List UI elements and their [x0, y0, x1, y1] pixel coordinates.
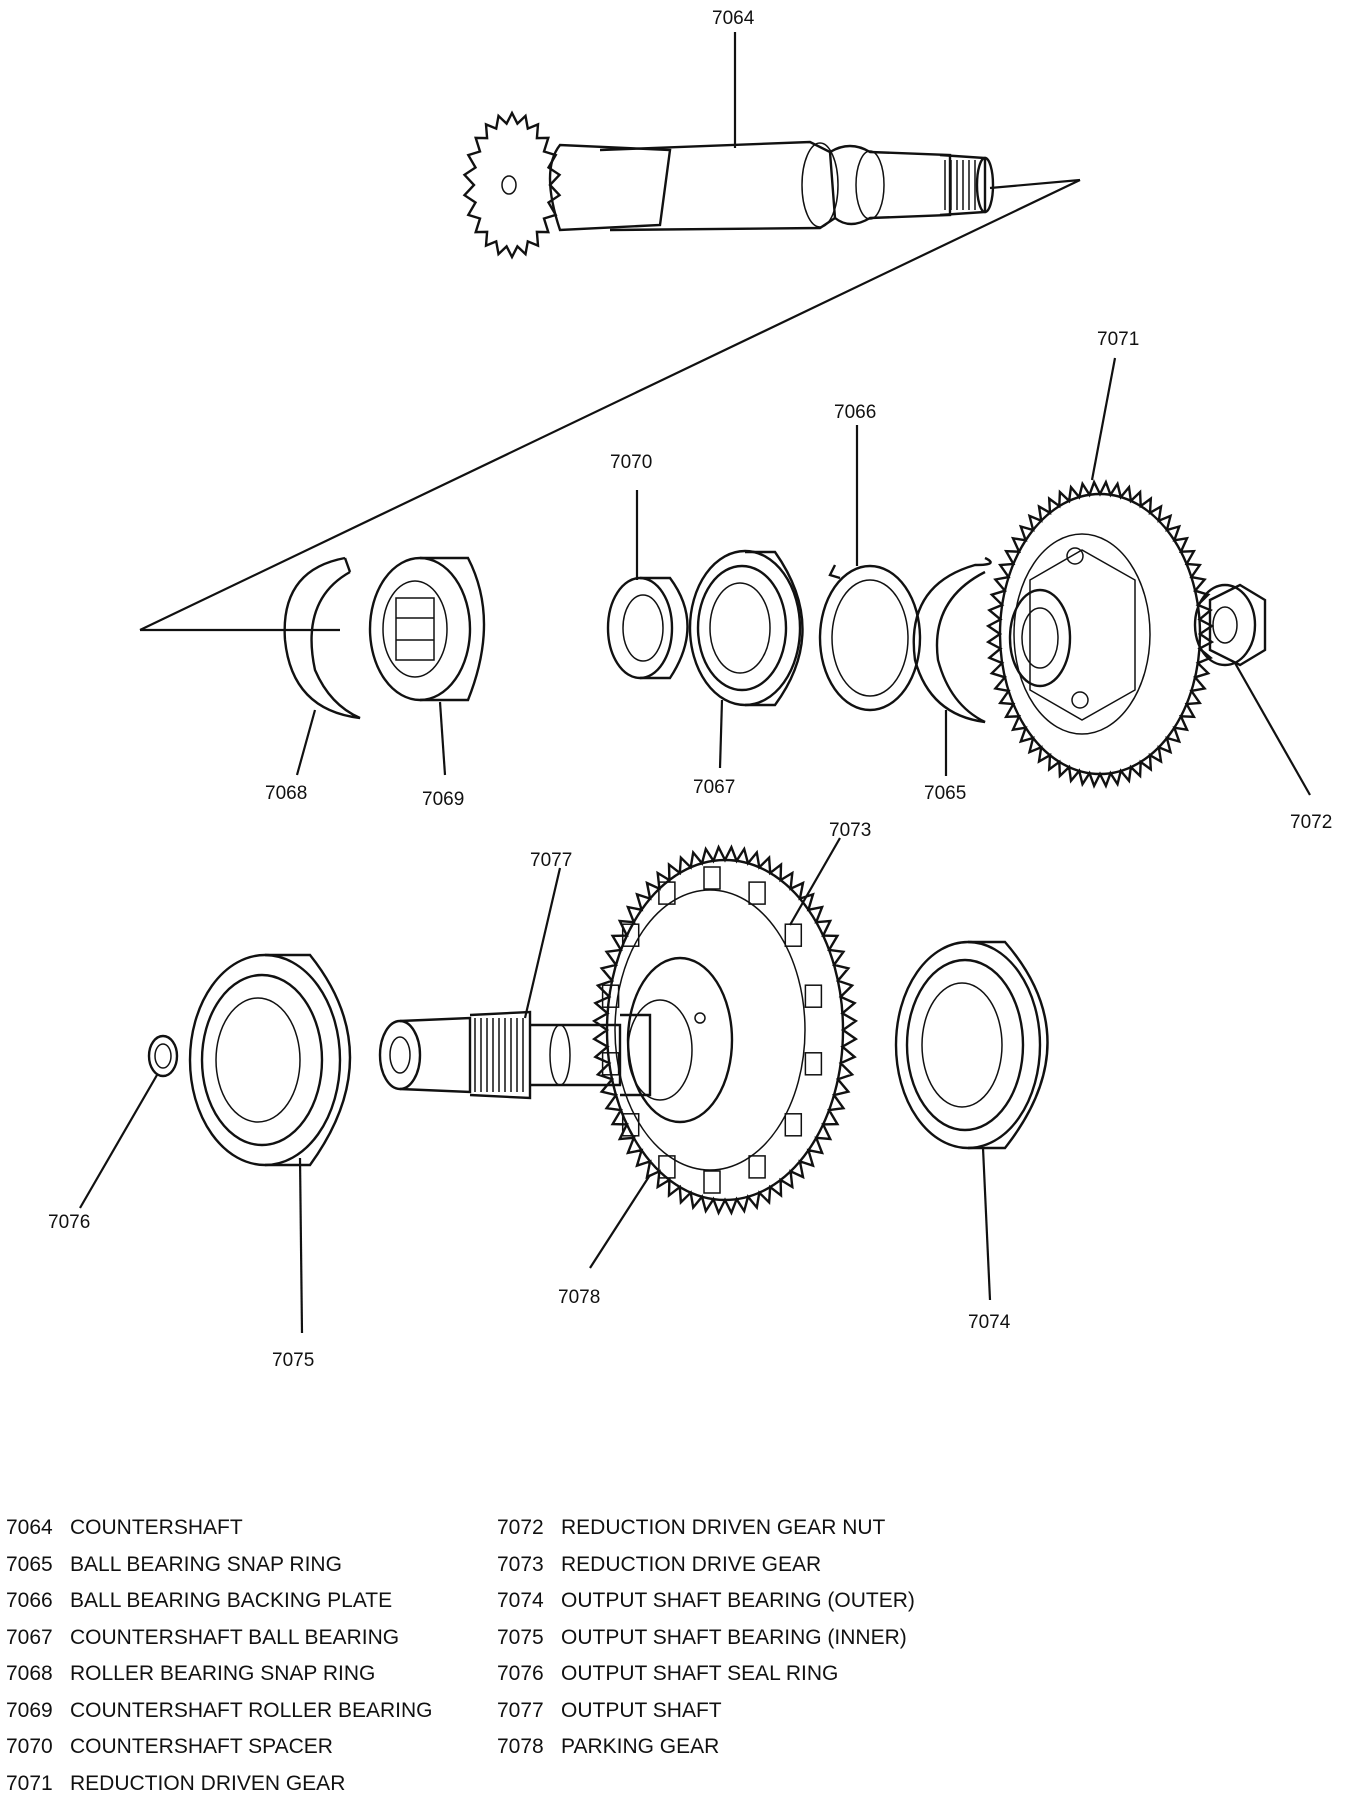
legend-part-number: 7069	[6, 1698, 53, 1722]
legend-part-name: OUTPUT SHAFT BEARING (INNER)	[561, 1625, 907, 1649]
legend-part-name: COUNTERSHAFT BALL BEARING	[70, 1625, 400, 1649]
legend-part-number: 7070	[6, 1735, 53, 1758]
legend-part-number: 7076	[497, 1662, 544, 1685]
legend-part-number: 7077	[497, 1698, 544, 1722]
parking-gear-7078	[601, 866, 823, 1194]
output-shaft-7077	[378, 1010, 652, 1100]
countershaft-roller-bearing-7069	[368, 556, 486, 702]
output-shaft-seal-ring-7076	[147, 1034, 179, 1078]
leader-lines	[79, 32, 1311, 1334]
legend-part-name: OUTPUT SHAFT SEAL RING	[561, 1662, 839, 1685]
parts-legend-right: 7072 REDUCTION DRIVEN GEAR NUT 7073 REDUCTI…	[497, 1510, 915, 1766]
legend-row: 7067 COUNTERSHAFT BALL BEARING	[6, 1620, 433, 1657]
countershaft-spacer-7070	[606, 576, 689, 680]
callout-7066: 7066	[834, 402, 876, 423]
legend-part-name: COUNTERSHAFT SPACER	[70, 1735, 333, 1758]
legend-part-number: 7064	[6, 1516, 53, 1539]
reduction-driven-gear-7071	[985, 479, 1215, 789]
callout-7073: 7073	[829, 820, 871, 841]
output-shaft-bearing-inner-7075	[188, 953, 352, 1167]
legend-part-number: 7068	[6, 1662, 53, 1685]
legend-part-name: BALL BEARING BACKING PLATE	[70, 1589, 393, 1612]
legend-row: 7074 OUTPUT SHAFT BEARING (OUTER)	[497, 1583, 915, 1620]
legend-part-name: REDUCTION DRIVE GEAR	[561, 1552, 822, 1576]
reduction-drive-gear-7073	[591, 844, 859, 1216]
legend-row: 7068 ROLLER BEARING SNAP RING	[6, 1656, 433, 1693]
legend-row: 7077 OUTPUT SHAFT	[497, 1693, 915, 1730]
legend-row: 7073 REDUCTION DRIVE GEAR	[497, 1547, 915, 1584]
legend-part-number: 7072	[497, 1516, 544, 1539]
legend-part-name: COUNTERSHAFT ROLLER BEARING	[70, 1698, 433, 1722]
roller-bearing-snap-ring-7068	[283, 556, 361, 720]
countershaft-7064	[462, 110, 995, 260]
legend-row: 7072 REDUCTION DRIVEN GEAR NUT	[497, 1510, 915, 1547]
callout-7070: 7070	[610, 452, 652, 473]
legend-part-name: OUTPUT SHAFT BEARING (OUTER)	[561, 1589, 915, 1612]
callout-7064: 7064	[712, 8, 755, 29]
callout-7074: 7074	[968, 1312, 1011, 1333]
callout-7075: 7075	[272, 1350, 314, 1371]
driven-gear-teeth	[985, 479, 1215, 789]
legend-part-number: 7067	[6, 1625, 53, 1649]
legend-part-number: 7078	[497, 1735, 544, 1758]
legend-row: 7065 BALL BEARING SNAP RING	[6, 1547, 433, 1584]
ball-bearing-snap-ring-7065	[912, 556, 992, 724]
callout-7068: 7068	[265, 783, 307, 804]
callout-7072: 7072	[1290, 812, 1332, 833]
legend-part-name: OUTPUT SHAFT	[561, 1698, 722, 1722]
ball-bearing-backing-plate-7066	[818, 564, 922, 712]
legend-row: 7075 OUTPUT SHAFT BEARING (INNER)	[497, 1620, 915, 1657]
countershaft-ball-bearing-7067	[688, 549, 804, 707]
legend-part-name: BALL BEARING SNAP RING	[70, 1552, 342, 1576]
callout-7078: 7078	[558, 1287, 600, 1308]
parts-legend-left: 7064 COUNTERSHAFT 7065 BALL BEARING SNAP RI…	[6, 1510, 433, 1802]
legend-part-number: 7074	[497, 1589, 544, 1612]
legend-row: 7064 COUNTERSHAFT	[6, 1510, 433, 1547]
legend-part-name: ROLLER BEARING SNAP RING	[70, 1662, 376, 1685]
legend-part-number: 7066	[6, 1589, 53, 1612]
callout-7067: 7067	[693, 777, 735, 798]
legend-row: 7066 BALL BEARING BACKING PLATE	[6, 1583, 433, 1620]
legend-part-name: REDUCTION DRIVEN GEAR	[70, 1771, 346, 1795]
drive-gear-teeth	[591, 844, 859, 1216]
legend-part-number: 7073	[497, 1552, 544, 1576]
legend-row: 7069 COUNTERSHAFT ROLLER BEARING	[6, 1693, 433, 1730]
callout-7069: 7069	[422, 789, 464, 810]
reduction-driven-gear-nut-7072	[1193, 583, 1267, 667]
legend-part-name: PARKING GEAR	[561, 1735, 720, 1758]
legend-row: 7071 REDUCTION DRIVEN GEAR	[6, 1766, 433, 1803]
legend-row: 7070 COUNTERSHAFT SPACER	[6, 1729, 433, 1766]
callout-7077: 7077	[530, 850, 572, 871]
legend-part-number: 7071	[6, 1771, 53, 1795]
legend-part-name: REDUCTION DRIVEN GEAR NUT	[561, 1516, 886, 1539]
legend-part-number: 7065	[6, 1552, 53, 1576]
output-shaft-bearing-outer-7074	[894, 940, 1049, 1150]
legend-row: 7076 OUTPUT SHAFT SEAL RING	[497, 1656, 915, 1693]
callout-7065: 7065	[924, 783, 966, 804]
legend-part-number: 7075	[497, 1625, 544, 1649]
callout-7076: 7076	[48, 1212, 90, 1233]
legend-part-name: COUNTERSHAFT	[70, 1516, 243, 1539]
countershaft-gear	[462, 110, 562, 260]
callout-7071: 7071	[1097, 329, 1139, 350]
legend-row: 7078 PARKING GEAR	[497, 1729, 915, 1766]
exploded-view-diagram: 7064 7071 7066 7070 7068 7069 7067 7065 …	[48, 8, 1332, 1371]
